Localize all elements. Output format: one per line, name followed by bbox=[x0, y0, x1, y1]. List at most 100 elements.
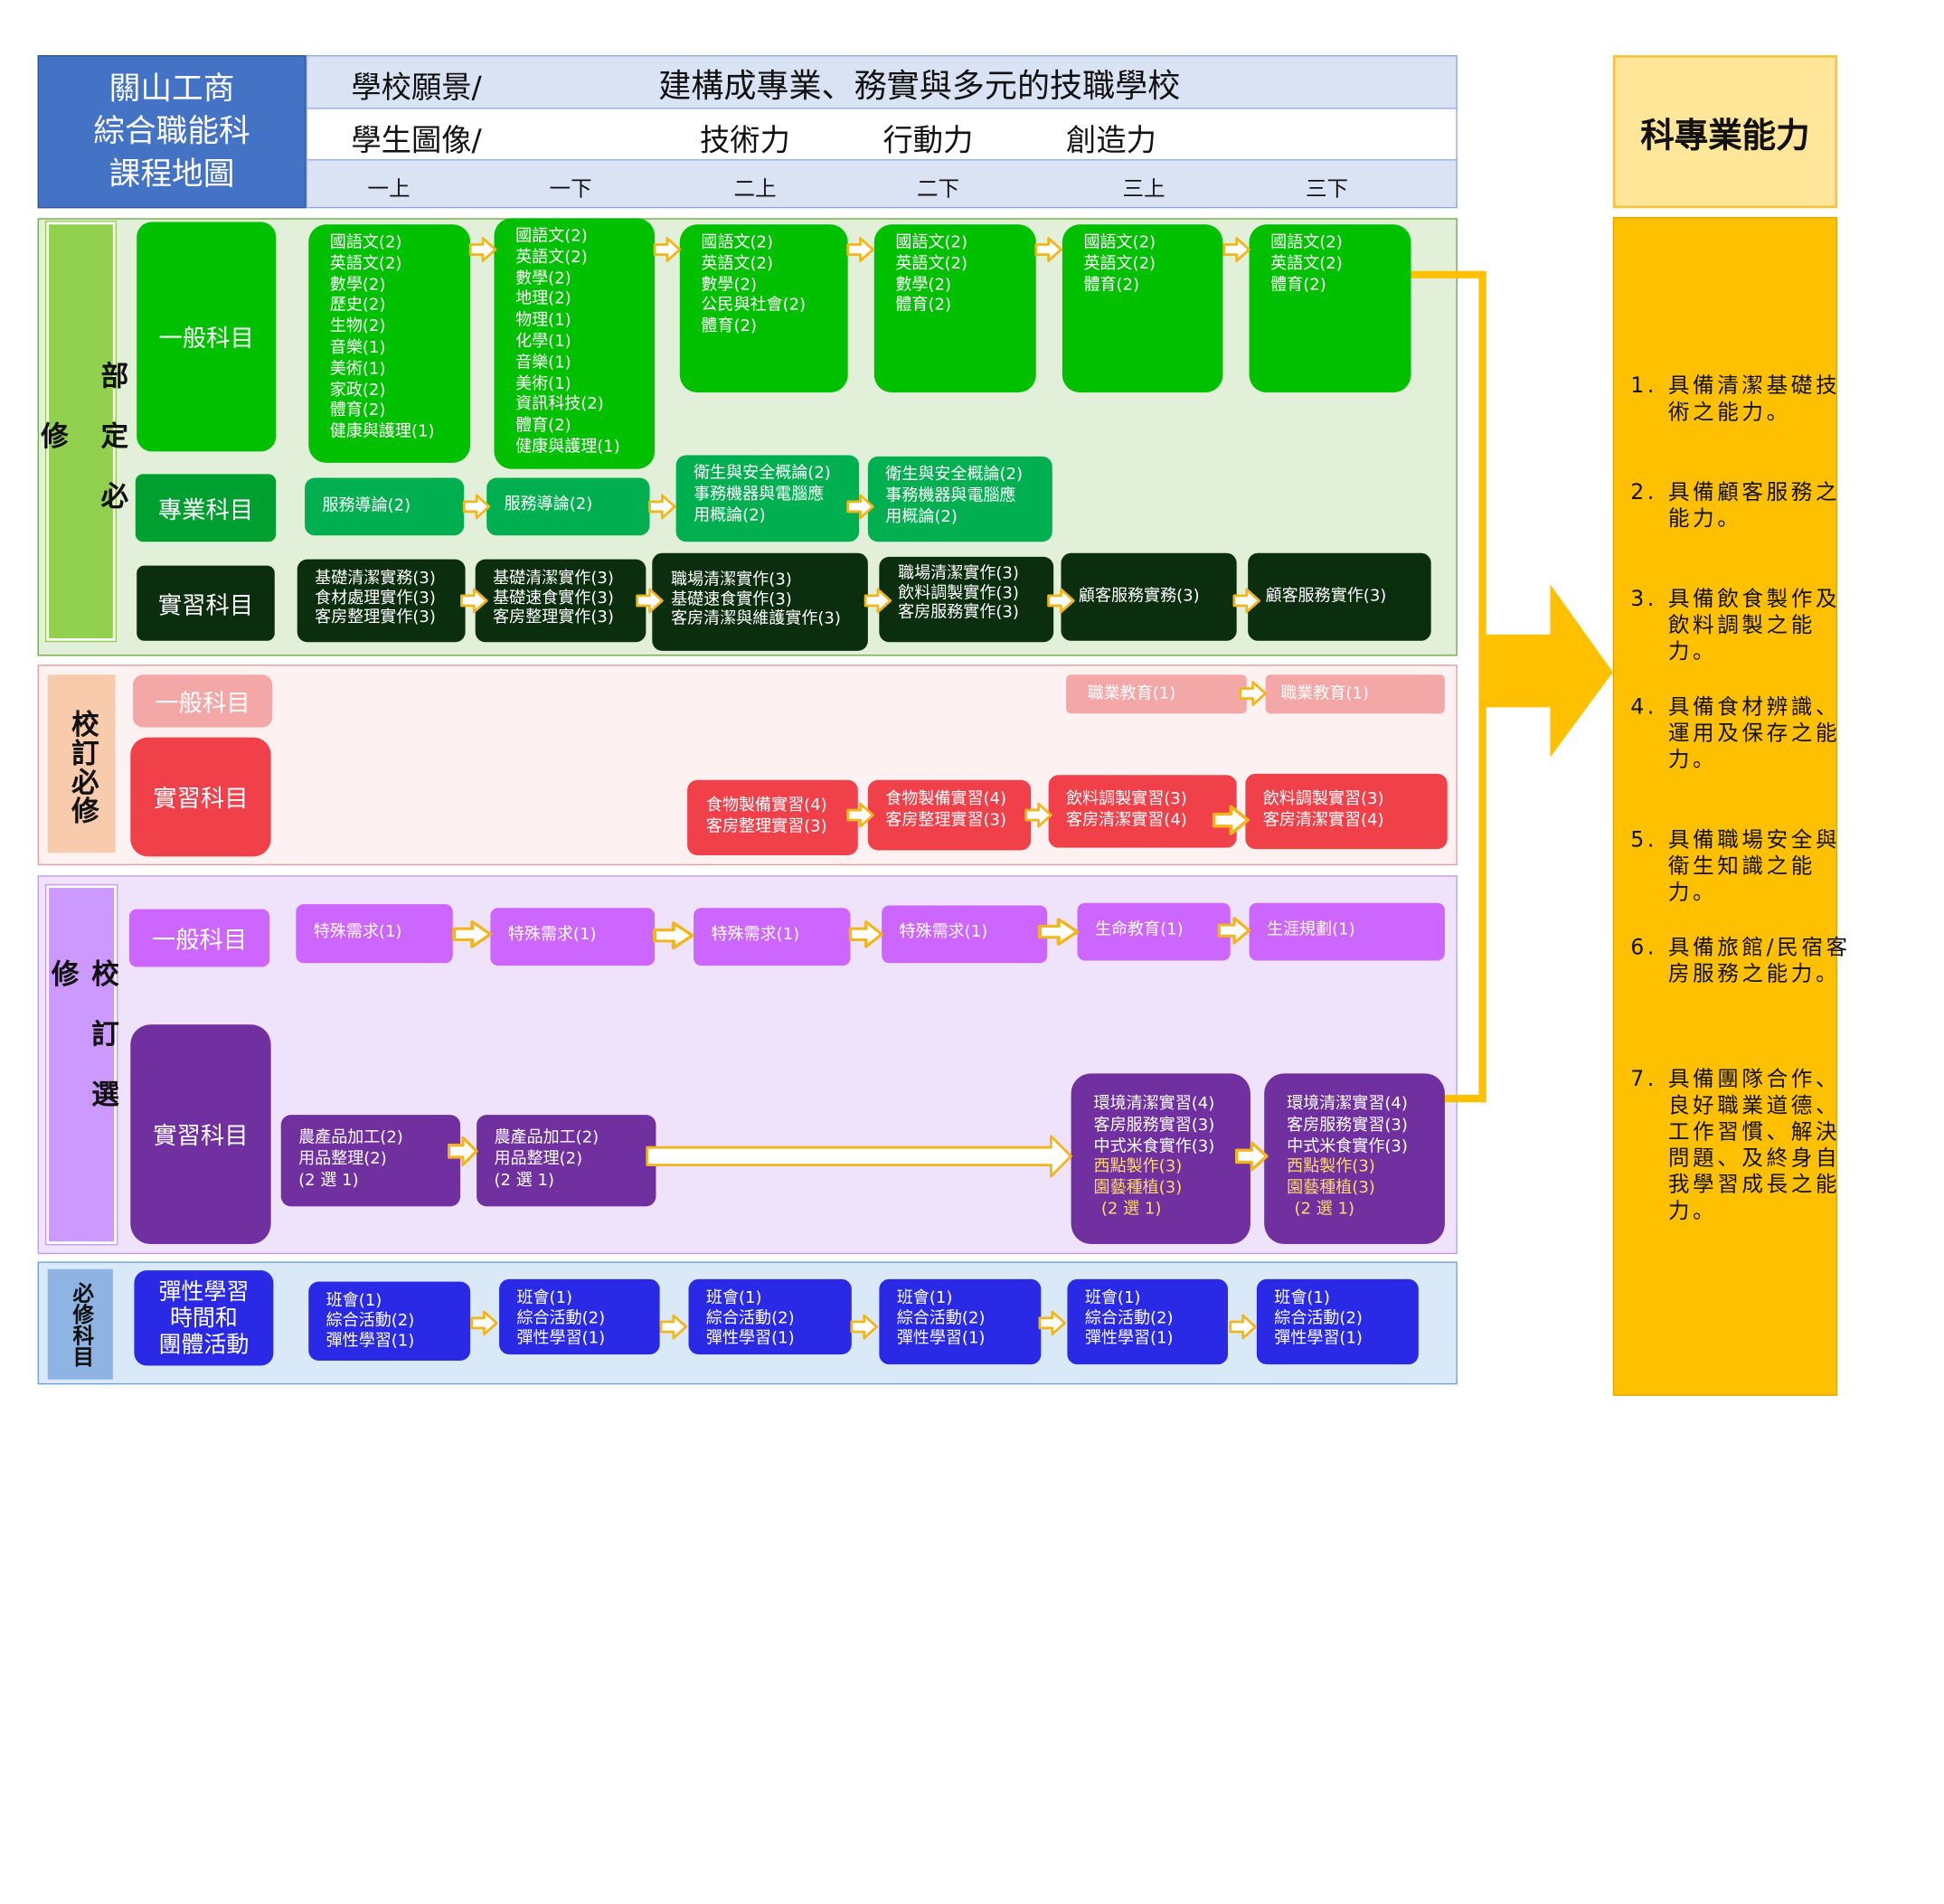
course-box-required-practice-2a: 職場清潔實作(3) 基礎速食實作(3) 客房清潔與維護實作(3) bbox=[652, 552, 868, 651]
arrow-icon bbox=[470, 1310, 498, 1336]
course-box-elective-general-3a: 生命教育(1) bbox=[1077, 902, 1231, 961]
competence-list-box bbox=[1612, 216, 1838, 1396]
course-box-required-general-1b: 國語文(2) 英語文(2) 數學(2) 地理(2) 物理(1) 化學(1) 音樂… bbox=[494, 218, 656, 469]
competence-item-2: 2. 具備顧客服務之能力。 bbox=[1630, 480, 1856, 533]
course-box-elective-practice-3b: 環境清潔實習(4) 客房服務實習(3) 中式米食實作(3) 西點製作(3) 園藝… bbox=[1264, 1073, 1445, 1245]
competence-text: 具備旅館/民宿客房服務之能力。 bbox=[1667, 935, 1851, 987]
competence-item-1: 1. 具備清潔基礎技術之能力。 bbox=[1630, 373, 1856, 426]
semester-3a: 三上 bbox=[1122, 176, 1165, 203]
course-box-elective-general-1b: 特殊需求(1) bbox=[490, 908, 656, 966]
competence-item-3: 3.具備飲食製作及飲料調製之能力。 bbox=[1630, 587, 1856, 665]
course-box-required-practice-3b: 顧客服務實作(3) bbox=[1248, 552, 1431, 641]
course-box-flex-2a: 班會(1) 綜合活動(2) 彈性學習(1) bbox=[688, 1278, 852, 1355]
arrow-icon bbox=[1034, 237, 1062, 262]
row-label-required-professional: 專業科目 bbox=[135, 474, 277, 542]
course-box-required-practice-3a: 顧客服務實務(3) bbox=[1061, 552, 1237, 641]
competence-item-6: 6. 具備旅館/民宿客房服務之能力。 bbox=[1630, 935, 1856, 988]
elective-practice-3a-main: 環境清潔實習(4) 客房服務實習(3) 中式米食實作(3) bbox=[1093, 1094, 1215, 1156]
course-box-elective-general-2b: 特殊需求(1) bbox=[882, 905, 1048, 964]
semester-2a: 二上 bbox=[733, 176, 777, 203]
competence-item-7: 7.具備團隊合作、良好職業道德、工作習慣、解決問題、及終身自我學習成長之能力。 bbox=[1630, 1067, 1856, 1225]
course-box-elective-general-3b: 生涯規劃(1) bbox=[1249, 902, 1445, 961]
course-box-flex-2b: 班會(1) 綜合活動(2) 彈性學習(1) bbox=[879, 1278, 1042, 1365]
semester-1b: 一下 bbox=[549, 176, 592, 203]
course-box-flex-3a: 班會(1) 綜合活動(2) 彈性學習(1) bbox=[1067, 1278, 1228, 1365]
course-box-elective-general-1a: 特殊需求(1) bbox=[296, 904, 453, 964]
arrow-icon bbox=[863, 588, 892, 614]
row-label-required-practice: 實習科目 bbox=[137, 565, 275, 641]
competence-text: 具備飲食製作及飲料調製之能力。 bbox=[1667, 587, 1841, 665]
arrow-icon bbox=[655, 923, 693, 947]
arrow-icon bbox=[1040, 919, 1078, 944]
competence-text: 具備顧客服務之能力。 bbox=[1667, 480, 1841, 533]
course-box-required-professional-2a: 衛生與安全概論(2) 事務機器與電腦應 用概論(2) bbox=[675, 455, 860, 542]
course-box-flex-1a: 班會(1) 綜合活動(2) 彈性學習(1) bbox=[308, 1281, 471, 1362]
arrow-icon bbox=[1217, 916, 1251, 945]
course-box-required-practice-2b: 職場清潔實作(3) 飲料調製實作(3) 客房服務實作(3) bbox=[879, 556, 1054, 643]
arrow-icon bbox=[1212, 805, 1250, 836]
semester-2b: 二下 bbox=[916, 176, 960, 203]
arrow-icon bbox=[447, 1136, 478, 1167]
competence-item-4: 4.具備食材辨識、運用及保存之能力。 bbox=[1630, 694, 1856, 773]
arrow-icon bbox=[1024, 802, 1052, 828]
row-label-school-required-practice: 實習科目 bbox=[130, 737, 271, 857]
arrow-icon bbox=[454, 922, 490, 947]
competence-num: 6. bbox=[1630, 935, 1657, 961]
arrow-icon bbox=[1235, 1141, 1269, 1172]
competence-num: 5. bbox=[1630, 827, 1657, 853]
arrow-icon bbox=[1222, 237, 1250, 262]
connector-bracket bbox=[1411, 270, 1486, 1103]
arrow-icon bbox=[850, 1314, 878, 1340]
flow-arrows bbox=[447, 237, 1613, 1340]
vision-label: 學校願景/ bbox=[351, 70, 482, 106]
competence-text: 具備清潔基礎技術之能力。 bbox=[1667, 373, 1841, 426]
image-item-action: 行動力 bbox=[882, 122, 974, 158]
arrow-icon bbox=[460, 588, 488, 614]
competence-num: 7. bbox=[1630, 1067, 1657, 1093]
compulsory-label-box bbox=[47, 1268, 113, 1380]
school-required-label: 校訂必修 bbox=[66, 710, 99, 825]
semester-1a: 一上 bbox=[367, 176, 411, 203]
arrow-icon bbox=[468, 237, 497, 262]
elective-practice-3b-note: (2 選 1) bbox=[1294, 1200, 1355, 1220]
image-item-creativity: 創造力 bbox=[1066, 122, 1156, 158]
row-label-required-general: 一般科目 bbox=[137, 222, 277, 452]
image-item-technique: 技術力 bbox=[700, 122, 790, 158]
arrow-icon bbox=[648, 494, 676, 520]
course-box-elective-practice-1a: 農產品加工(2) 用品整理(2) (2 選 1) bbox=[280, 1115, 461, 1207]
course-box-required-practice-1a: 基礎清潔實務(3) 食材處理實作(3) 客房整理實作(3) bbox=[297, 559, 466, 643]
competence-num: 2. bbox=[1630, 480, 1657, 506]
vision-row bbox=[306, 55, 1458, 109]
course-box-elective-general-2a: 特殊需求(1) bbox=[694, 908, 851, 966]
image-row bbox=[306, 108, 1458, 161]
row-label-school-required-general: 一般科目 bbox=[133, 674, 273, 728]
row-label-elective-general: 一般科目 bbox=[128, 909, 270, 967]
arrow-icon bbox=[846, 237, 874, 262]
elective-practice-3a-note: (2 選 1) bbox=[1100, 1200, 1162, 1220]
course-box-required-professional-1a: 服務導論(2) bbox=[305, 477, 465, 536]
competence-num: 4. bbox=[1630, 694, 1657, 721]
arrow-icon bbox=[1047, 588, 1075, 614]
course-box-required-practice-1b: 基礎清潔實作(3) 基礎速食實作(3) 客房整理實作(3) bbox=[475, 559, 646, 643]
big-arrow-icon bbox=[1486, 584, 1613, 758]
competence-num: 1. bbox=[1630, 373, 1657, 400]
course-box-school-required-practice-3b: 飲料調製實習(3) 客房清潔實習(4) bbox=[1245, 773, 1448, 850]
competence-title-box bbox=[1612, 55, 1838, 209]
compulsory-label: 必修科目 bbox=[67, 1281, 93, 1367]
course-box-flex-3b: 班會(1) 綜合活動(2) 彈性學習(1) bbox=[1256, 1278, 1419, 1365]
course-box-school-required-practice-3a: 飲料調製實習(3) 客房清潔實習(4) bbox=[1048, 775, 1237, 848]
arrow-icon bbox=[1239, 681, 1267, 706]
arrow-icon bbox=[636, 588, 664, 614]
course-box-school-required-general-3b: 職業教育(1) bbox=[1265, 674, 1445, 714]
semester-3b: 三下 bbox=[1305, 176, 1349, 203]
course-box-required-professional-1b: 服務導論(2) bbox=[486, 477, 650, 536]
course-box-required-general-2b: 國語文(2) 英語文(2) 數學(2) 體育(2) bbox=[873, 224, 1036, 393]
school-title-box bbox=[37, 55, 307, 209]
arrow-icon bbox=[653, 237, 682, 262]
arrow-icon bbox=[846, 494, 874, 520]
arrow-icon bbox=[659, 1314, 688, 1340]
arrow-icon bbox=[846, 802, 874, 828]
arrow-icon bbox=[1038, 1310, 1067, 1336]
arrow-icon bbox=[1232, 588, 1261, 614]
row-label-flex: 彈性學習 時間和 團體活動 bbox=[134, 1270, 274, 1366]
